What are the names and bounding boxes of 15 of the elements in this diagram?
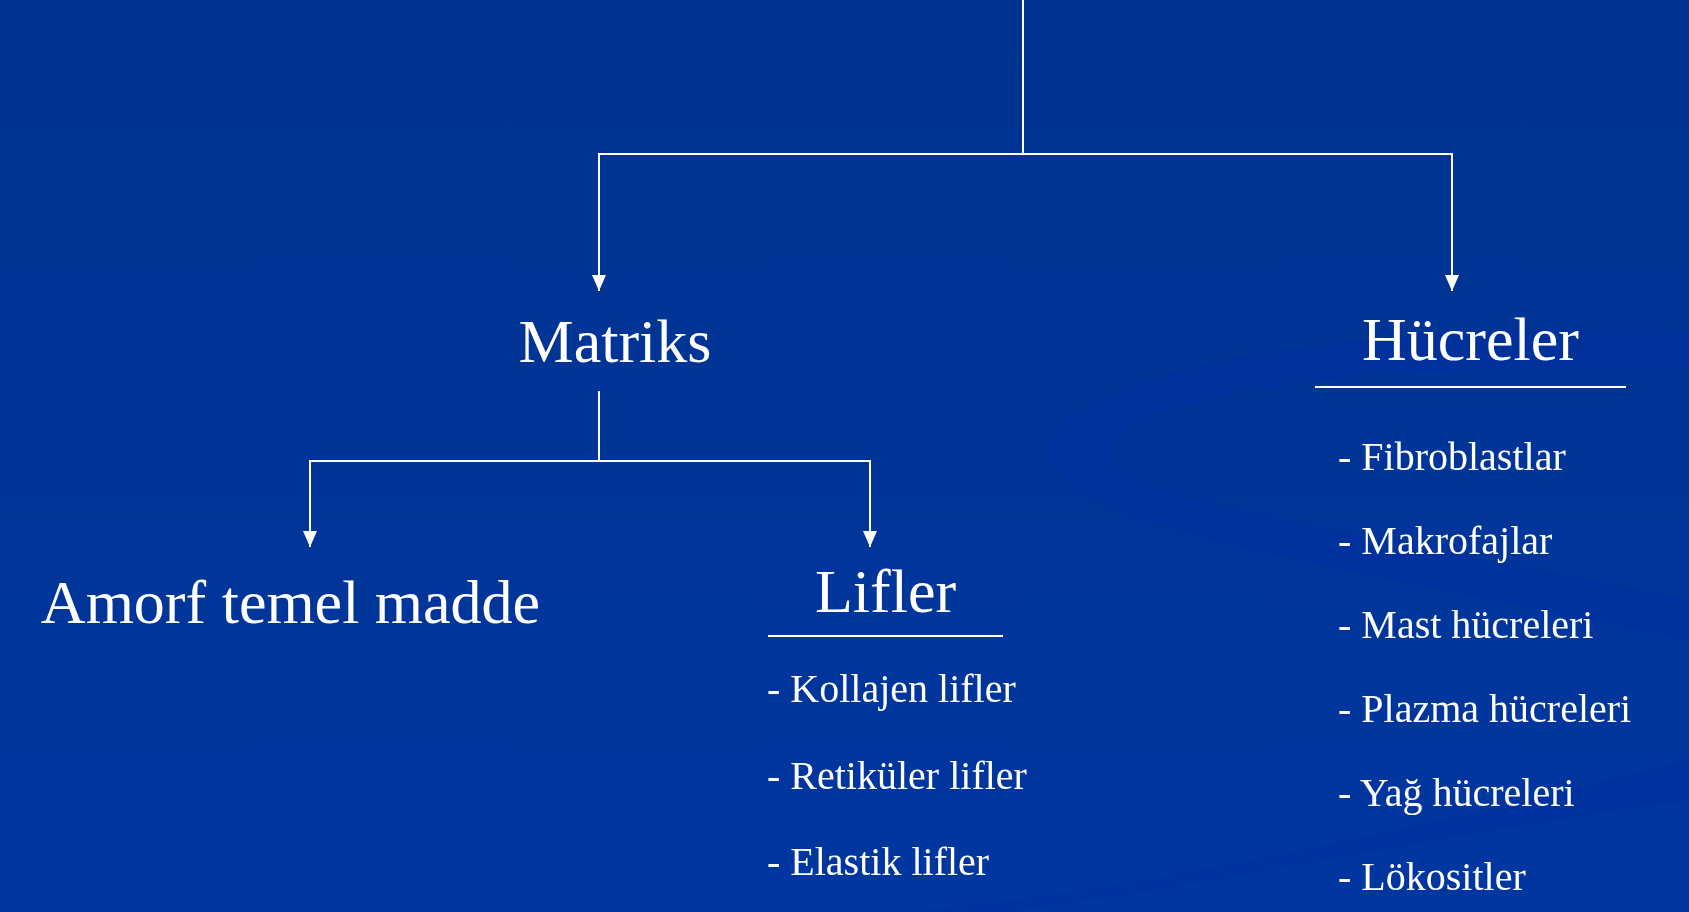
- list-item: - Lökositler: [1338, 853, 1526, 901]
- list-item: - Kollajen lifler: [767, 665, 1016, 713]
- list-item: - Plazma hücreleri: [1338, 685, 1632, 733]
- list-item: - Yağ hücreleri: [1338, 769, 1575, 817]
- list-item: - Retiküler lifler: [767, 752, 1027, 800]
- heading-text: Amorf temel madde: [40, 571, 541, 633]
- heading-text: Hücreler: [1362, 307, 1579, 370]
- heading-text: Lifler: [814, 560, 957, 622]
- arrow: [1022, 0, 1459, 292]
- list-item: - Makrofajlar: [1338, 517, 1553, 565]
- list-item: - Mast hücreleri: [1338, 601, 1594, 649]
- arrow: [598, 390, 877, 548]
- list-item: - Elastik lifler: [767, 838, 990, 886]
- heading-text: Matriks: [518, 310, 712, 372]
- list-item: - Fibroblastlar: [1338, 433, 1566, 481]
